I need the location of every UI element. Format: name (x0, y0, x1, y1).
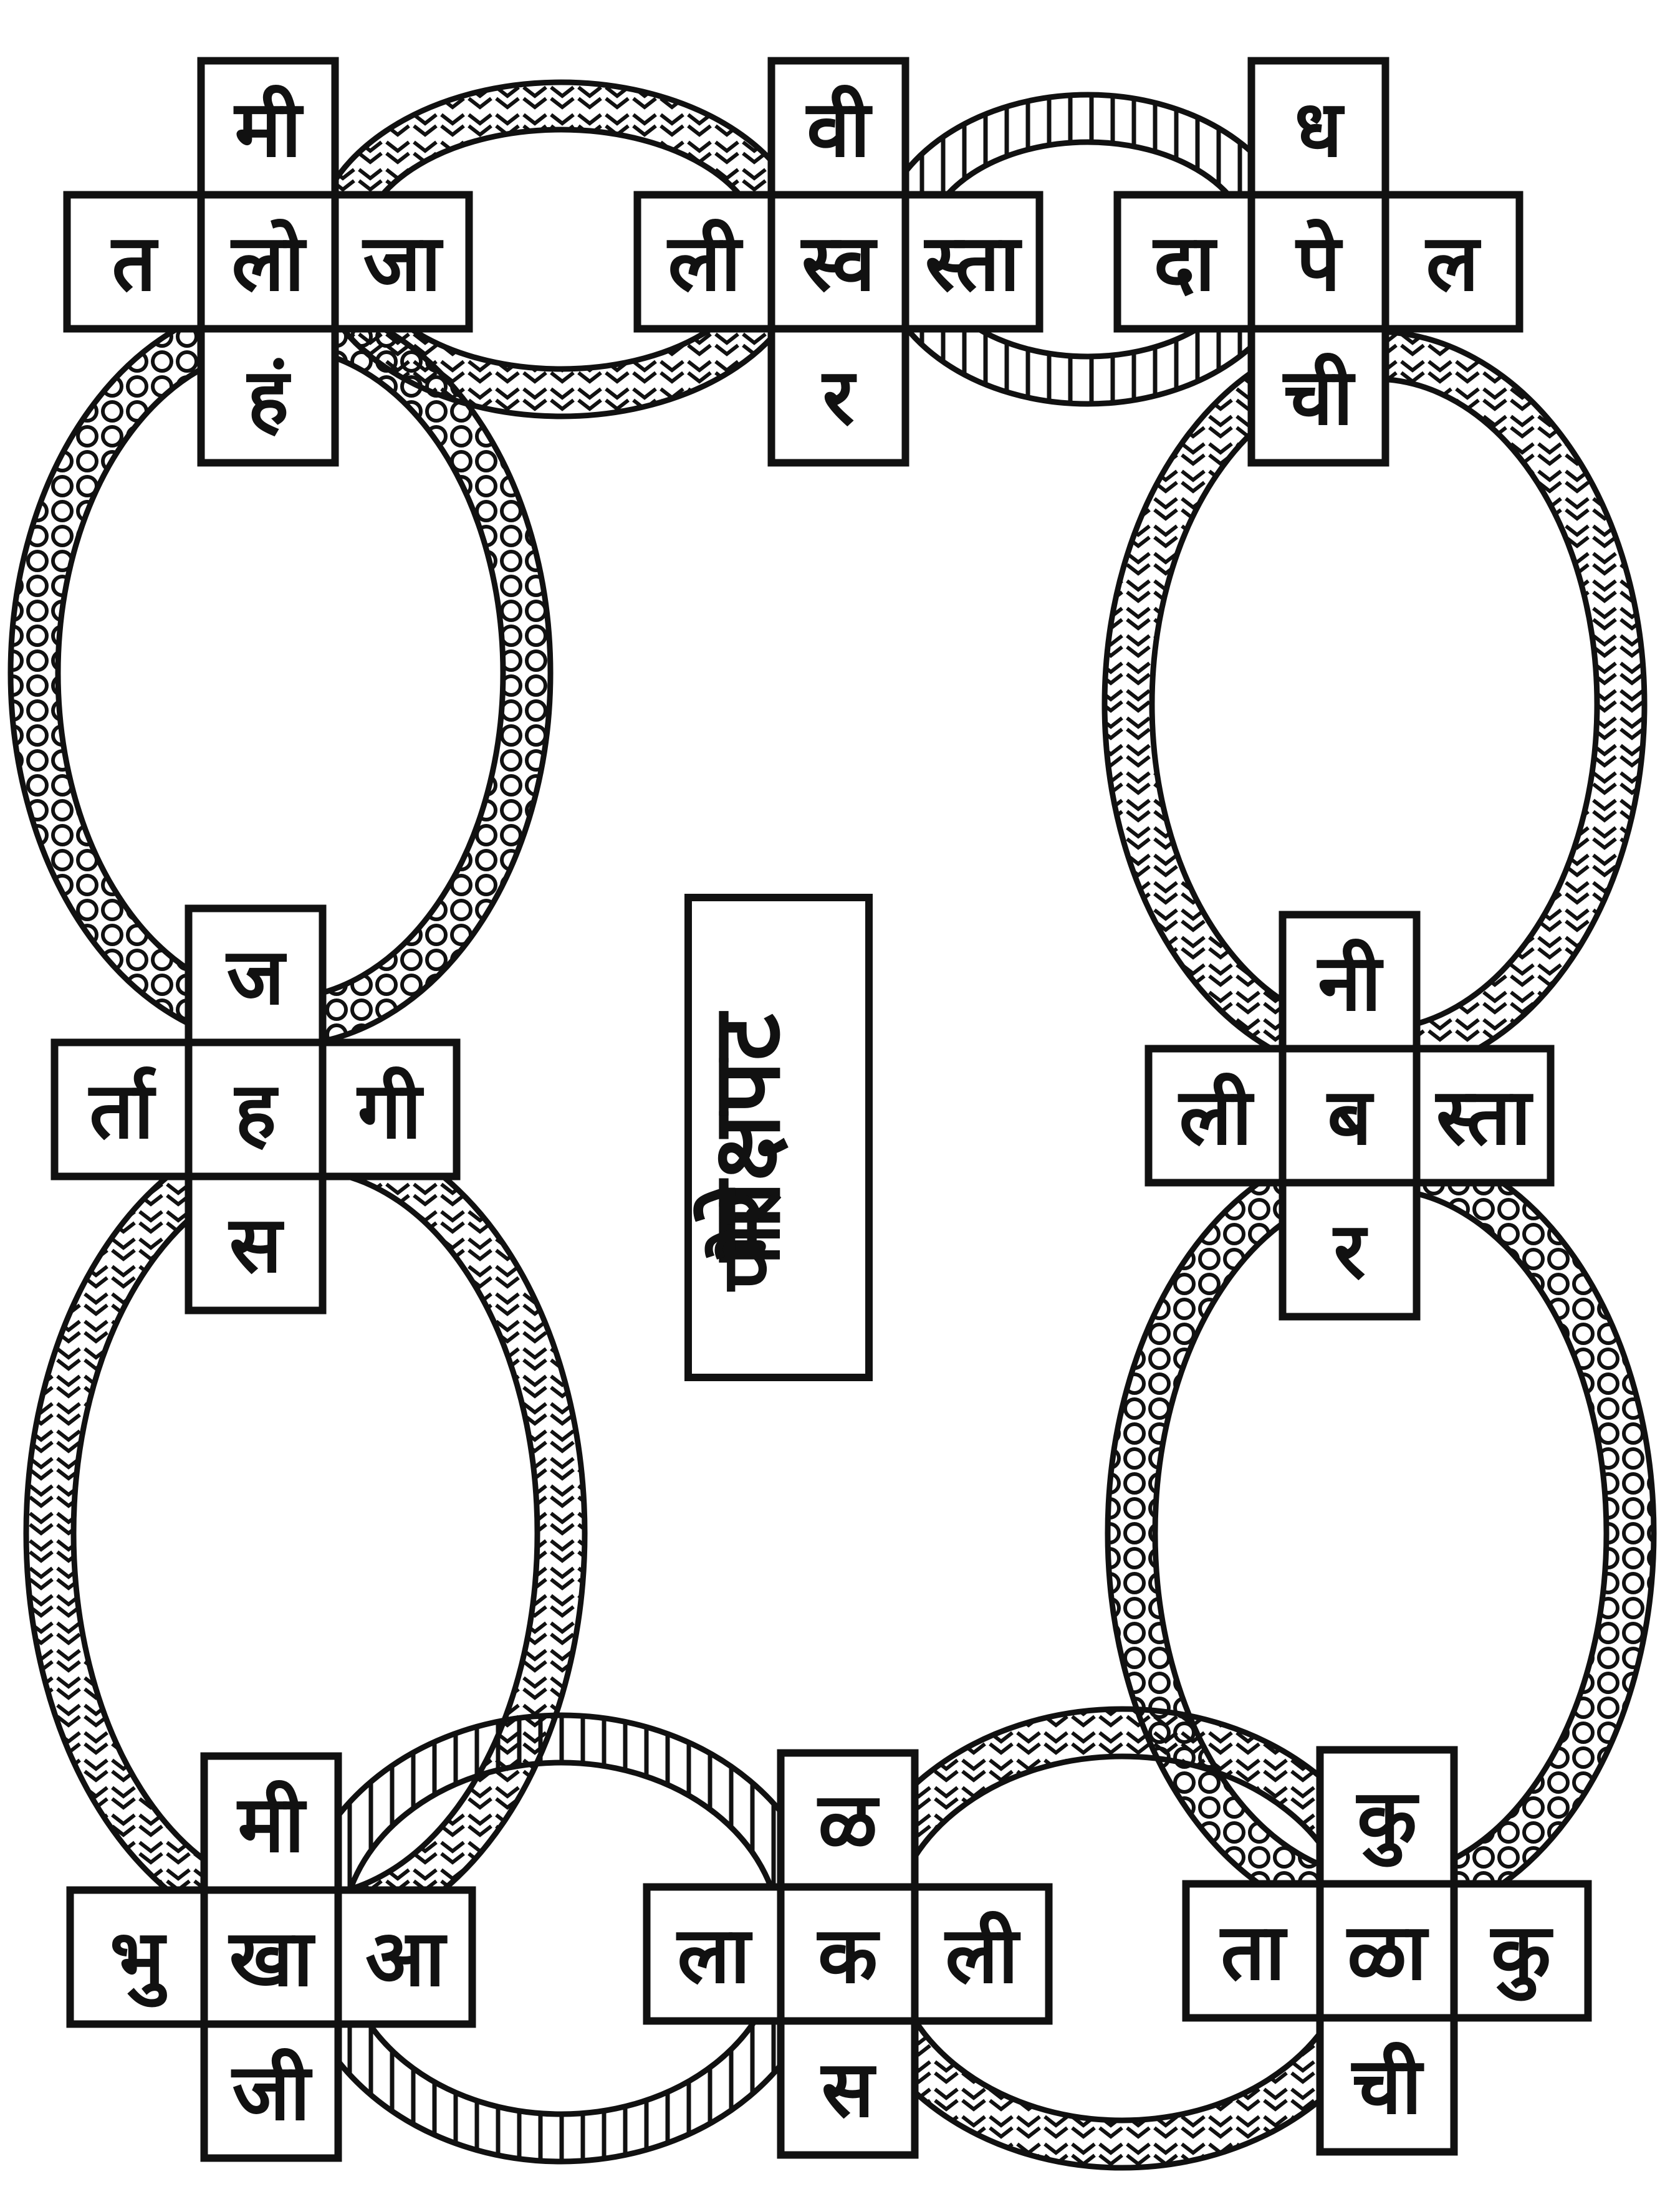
cross-cell-center: पे (1295, 218, 1343, 309)
cross-cell-top: ज (226, 932, 287, 1022)
cross-cell-top: वी (805, 84, 873, 175)
cross-cell-right: स्ता (924, 218, 1023, 309)
cross-cell-center: ह (234, 1066, 279, 1156)
cross-cell-right: ल (1425, 218, 1482, 309)
center-title-line-2: पौर (703, 1187, 798, 1293)
cross-cell-bottom: ची (1282, 352, 1356, 443)
cross-cell-right: स्ता (1435, 1072, 1534, 1162)
cross-cell-left: दा (1153, 218, 1218, 309)
cross-cell-right: गी (357, 1066, 425, 1156)
cross-cell-top: ध (1295, 84, 1345, 175)
cross-cell-center: स्व (800, 218, 878, 309)
cross-cell-right: ली (944, 1910, 1021, 2001)
cross-cell-bottom: जी (231, 2047, 313, 2138)
cross-cell-top: कु (1356, 1773, 1419, 1867)
cross-cell-left: त (110, 218, 158, 309)
cross-cell-right: जा (362, 218, 444, 309)
cross-cell-center: खा (228, 1913, 316, 2004)
cross-cell-top: ळ (817, 1776, 880, 1867)
cross-cell-bottom: ची (1351, 2041, 1424, 2132)
cross-cell-center: क (817, 1910, 880, 2001)
cross-cell-left: भु (110, 1913, 167, 2008)
cross-cell-bottom: र (1332, 1206, 1368, 1296)
cross-cell-center: ळा (1346, 1907, 1429, 1998)
cross-cell-right: कु (1490, 1907, 1553, 2001)
center-title-box: मोक्षपट पौर (688, 898, 869, 1377)
cross-cell-left: ता (1219, 1907, 1288, 1998)
cross-cell-bottom: हं (246, 352, 292, 443)
cross-cell-bottom: स (820, 2044, 877, 2135)
cross-cell-top: मी (233, 84, 304, 175)
cross-cell-bottom: स (228, 1200, 285, 1290)
cross-cell-left: ली (666, 218, 744, 309)
cross-cell-left: र्ता (88, 1066, 156, 1156)
cross-cell-top: नी (1317, 938, 1384, 1028)
cross-cell-top: मी (236, 1779, 307, 1870)
cross-cell-right: आ (365, 1913, 448, 2004)
cross-cell-center: लो (230, 218, 307, 309)
cross-cell-center: ब (1326, 1072, 1375, 1162)
cross-cell-left: ला (676, 1910, 753, 2001)
cross-cell-left: ली (1178, 1072, 1255, 1162)
cross-cell-bottom: र (821, 352, 856, 443)
